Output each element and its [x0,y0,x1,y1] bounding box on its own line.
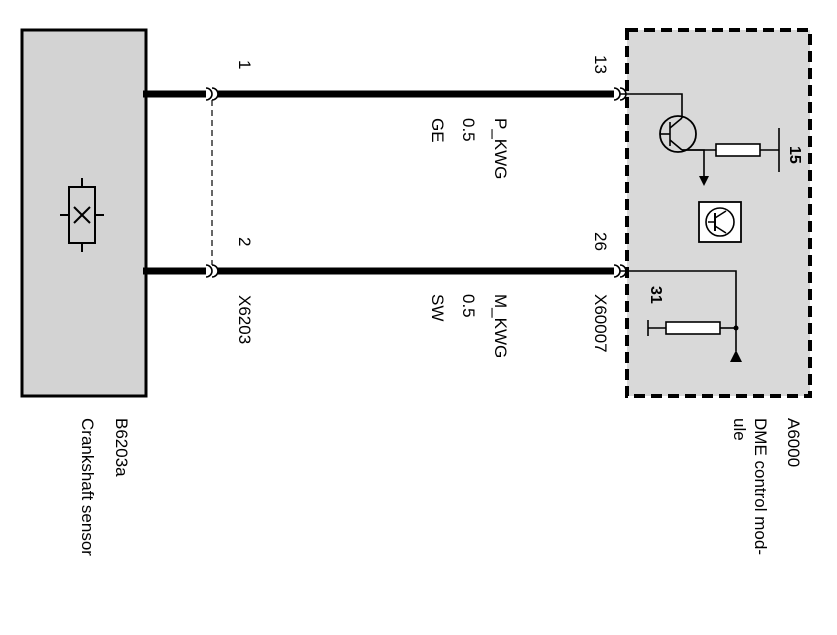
pin-31-label: 31 [647,286,664,304]
wire2-color-label: SW [428,294,447,321]
module-name-line2: ule [730,418,749,441]
transistor-icon [698,201,742,243]
ground-symbol [730,350,742,362]
pullup-resistor [715,143,761,157]
module-code-label: A6000 [784,418,803,467]
sensor-name-label: Crankshaft sensor [78,418,97,556]
wire1-color-label: GE [428,118,447,143]
sensor-code-label: B6203a [112,418,131,477]
inductive-sensor-icon [60,178,104,252]
ground-resistor [665,321,721,335]
wire2-signal-label: M_KWG [491,294,510,358]
transistor-circuit [620,93,780,186]
wire1-cross-section-label: 0.5 [459,118,478,142]
pin-15-label: 15 [786,146,803,164]
connector-x6203-symbol [205,87,219,278]
connector-x60007-symbol [613,87,627,278]
pin-1-label: 1 [235,60,254,69]
pin-13-label: 13 [591,55,610,74]
pin-26-label: 26 [591,232,610,251]
connector-x60007-label: X60007 [591,294,610,353]
wire2-cross-section-label: 0.5 [459,294,478,318]
pin-2-label: 2 [235,237,254,246]
wire1-signal-label: P_KWG [491,118,510,179]
ground-circuit [620,270,742,362]
module-name-line1: DME control mod- [751,418,770,555]
connector-x6203-label: X6203 [235,295,254,344]
